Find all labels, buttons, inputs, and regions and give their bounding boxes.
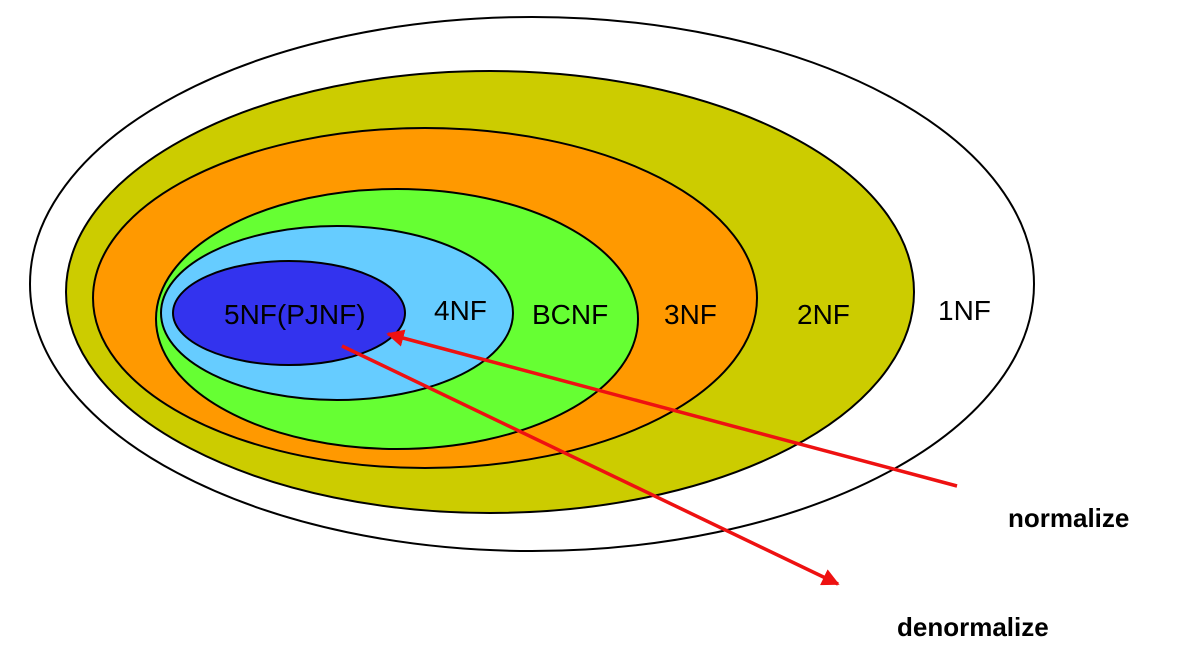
denormalize-label: denormalize [897, 612, 1049, 642]
label-5nf: 5NF(PJNF) [224, 299, 366, 330]
label-2nf: 2NF [797, 299, 850, 330]
normalize-arrow [386, 329, 958, 488]
label-bcnf: BCNF [532, 299, 608, 330]
set-5nf [172, 260, 406, 366]
label-3nf: 3NF [664, 299, 717, 330]
label-4nf: 4NF [434, 295, 487, 326]
label-1nf: 1NF [938, 295, 991, 326]
normalize-label: normalize [1008, 503, 1129, 533]
denormalize-arrow [341, 344, 840, 586]
